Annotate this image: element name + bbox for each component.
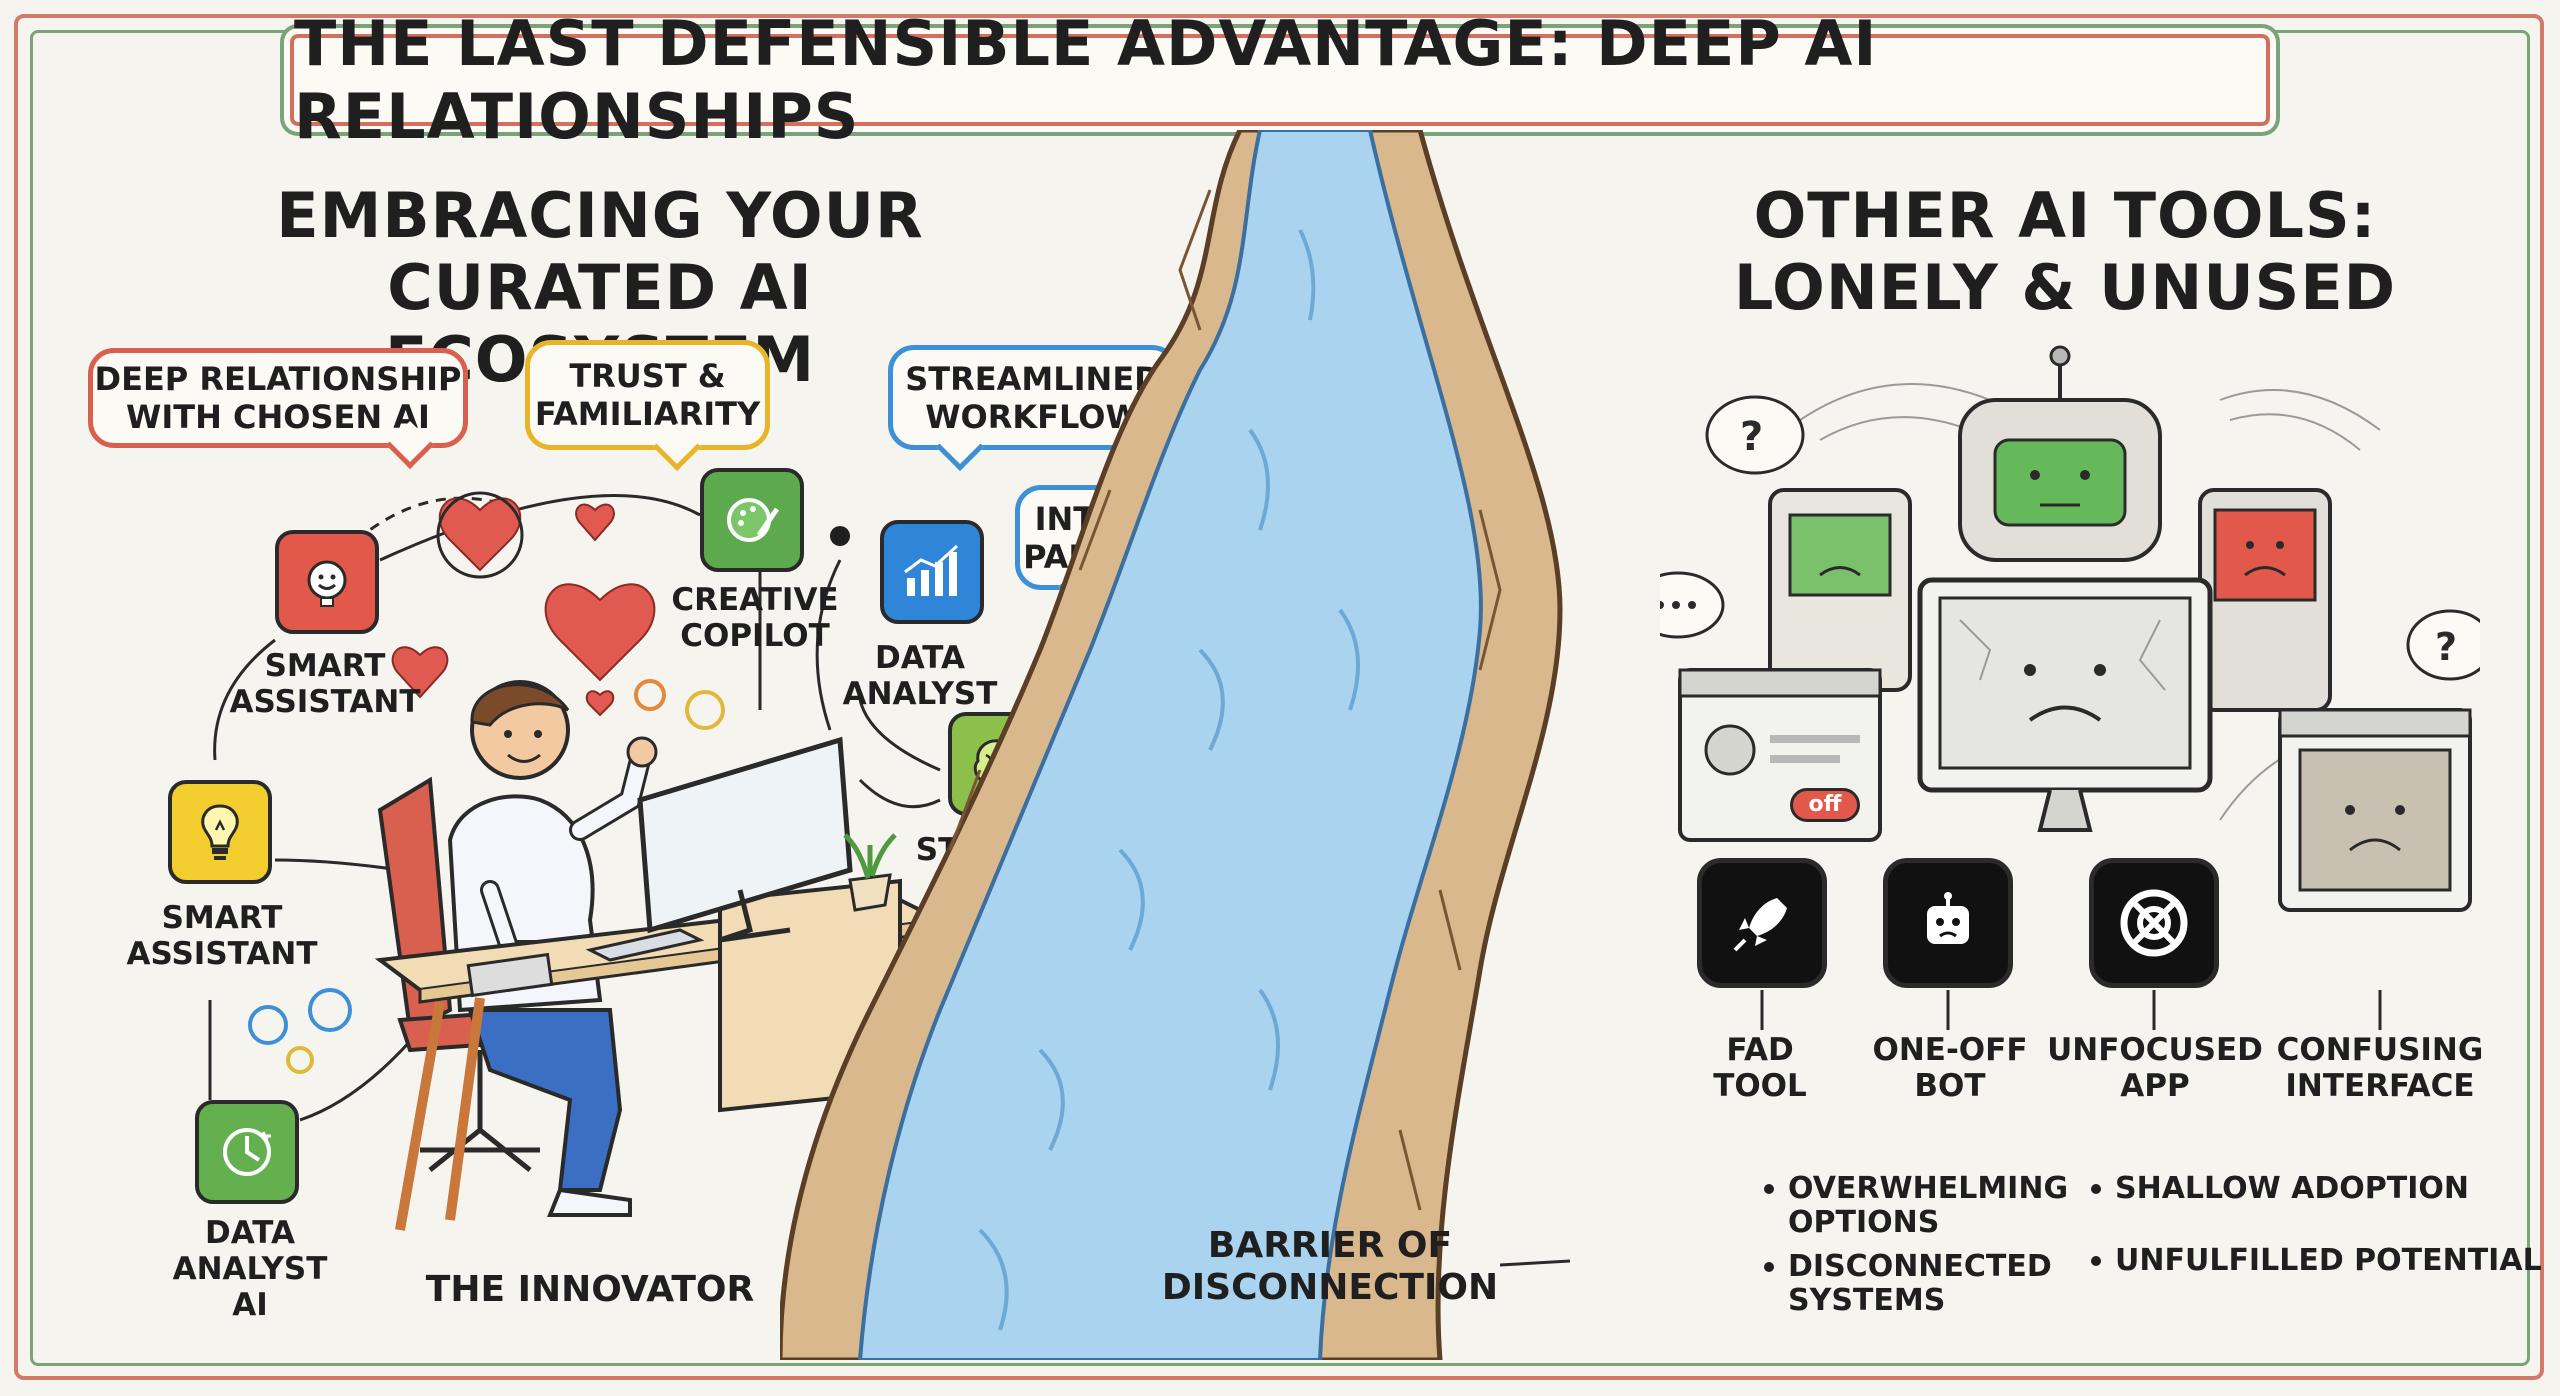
node-data-analyst-label: DATA ANALYST (830, 640, 1010, 712)
node-smart-assistant-2-line1: SMART (161, 900, 283, 936)
right-heading: OTHER AI TOOLS: LONELY & UNUSED (1690, 180, 2440, 324)
tool-fad-label: FAD TOOL (1680, 1032, 1840, 1104)
ecosystem-connections (208, 491, 941, 1122)
rocket-icon (1733, 898, 1787, 952)
tool-one-off-label: ONE-OFF BOT (1860, 1032, 2040, 1104)
right-heading-line2: LONELY & UNUSED (1733, 251, 2397, 324)
barrier-label: BARRIER OF DISCONNECTION (1160, 1225, 1500, 1309)
node-creative-copilot-icon (700, 468, 804, 572)
title-banner: THE LAST DEFENSIBLE ADVANTAGE: DEEP AI R… (290, 7, 2270, 153)
node-data-analyst-icon (880, 520, 984, 624)
node-creative-copilot-line2: COPILOT (680, 618, 830, 654)
off-badge: off (1790, 788, 1860, 822)
canyon-river (780, 130, 1563, 1360)
tool-fad-line2: TOOL (1713, 1068, 1807, 1104)
tool-unfocused-line2: APP (2120, 1068, 2190, 1104)
tool-unfocused-label: UNFOCUSED APP (2040, 1032, 2270, 1104)
outer-frame (14, 14, 2544, 1380)
barrier-label-line1: BARRIER OF (1207, 1225, 1453, 1266)
node-data-analyst-ai-label: DATA ANALYST AI (160, 1215, 340, 1323)
target-icon (2120, 889, 2188, 957)
node-creative-copilot-line1: CREATIVE (671, 582, 839, 618)
node-data-analyst-ai-icon (195, 1100, 299, 1204)
node-creative-copilot-label: CREATIVE COPILOT (650, 582, 860, 654)
bullet-unfulfilled-potential: UNFULFILLED POTENTIAL (2091, 1243, 2542, 1278)
node-smart-assistant-line1: SMART (264, 648, 386, 684)
node-smart-assistant-label: SMART ASSISTANT (215, 648, 435, 720)
bullet-disconnected-systems: DISCONNECTED SYSTEMS (1764, 1249, 2052, 1318)
node-smart-assistant-2-label: SMART ASSISTANT (112, 900, 332, 972)
tool-connectors (1760, 990, 2382, 1030)
bubble-trust-line2: FAMILIARITY (534, 395, 761, 433)
node-smart-assistant-2-icon (168, 780, 272, 884)
bullet-shallow-line1: SHALLOW ADOPTION (2115, 1171, 2469, 1206)
lightbulb-icon (201, 804, 239, 860)
node-data-analyst-line2: ANALYST (842, 676, 998, 712)
clock-icon (223, 1128, 271, 1176)
page-title: THE LAST DEFENSIBLE ADVANTAGE: DEEP AI R… (294, 7, 1878, 153)
off-badge-text: off (1808, 792, 1842, 817)
barrier-label-line2: DISCONNECTION (1161, 1267, 1499, 1308)
tool-fad-icon-box (1697, 858, 1827, 988)
bullet-disconnected-line2: SYSTEMS (1788, 1283, 1946, 1318)
bullet-overwhelming-line2: OPTIONS (1788, 1205, 1940, 1240)
unused-devices-illustration: ? ? (1660, 345, 2480, 912)
node-smart-assistant-icon (275, 530, 379, 634)
bubble-deep-relationship-line1: DEEP RELATIONSHIP (94, 360, 462, 398)
bubble-deep-relationship-line2: WITH CHOSEN AI (126, 398, 430, 436)
node-data-analyst-ai-line1: DATA (204, 1215, 296, 1251)
tool-one-off-line1: ONE-OFF (1872, 1032, 2028, 1068)
bar-chart-icon (904, 544, 959, 596)
node-data-analyst-line1: DATA (874, 640, 966, 676)
tool-confusing-line2: INTERFACE (2285, 1068, 2475, 1104)
tool-confusing-label: CONFUSING INTERFACE (2260, 1032, 2500, 1104)
robot-icon (1927, 892, 1969, 944)
bullet-shallow-adoption: SHALLOW ADOPTION (2091, 1171, 2469, 1206)
innovator-illustration (374, 680, 947, 1231)
inner-frame (30, 30, 2530, 1366)
face-icon (307, 560, 347, 607)
node-smart-assistant-2-line2: ASSISTANT (126, 936, 318, 972)
node-smart-assistant-line2: ASSISTANT (229, 684, 421, 720)
right-heading-line1: OTHER AI TOOLS: (1753, 179, 2377, 252)
bullet-overwhelming-options: OVERWHELMING OPTIONS (1763, 1171, 2069, 1240)
bubble-trust-line1: TRUST & (569, 357, 726, 395)
innovator-label: THE INNOVATOR (425, 1269, 755, 1310)
bubble-streamlined-line1: STREAMLINED (905, 359, 1161, 398)
node-data-analyst-ai-line3: AI (232, 1287, 268, 1323)
bubble-streamlined-workflow: STREAMLINED WORKFLOW (888, 345, 1178, 472)
tool-unfocused-line1: UNFOCUSED (2047, 1032, 2263, 1068)
bullet-disconnected-line1: DISCONNECTED (1788, 1249, 2052, 1284)
svg-text:?: ? (1740, 414, 1763, 460)
tool-one-off-bot-icon-box (1883, 858, 2013, 988)
left-heading-line1: EMBRACING YOUR (276, 179, 924, 252)
bubble-deep-relationship: DEEP RELATIONSHIP WITH CHOSEN AI (88, 348, 468, 470)
bullet-overwhelming-line1: OVERWHELMING (1788, 1171, 2069, 1206)
palette-icon (727, 498, 780, 542)
tool-unfocused-app-icon-box (2089, 858, 2219, 988)
bullet-unfulfilled-line1: UNFULFILLED POTENTIAL (2115, 1243, 2542, 1278)
svg-text:?: ? (2435, 625, 2457, 669)
barrier-pointer (1500, 1259, 1571, 1267)
tool-fad-line1: FAD (1726, 1032, 1794, 1068)
bubble-trust-familiarity: TRUST & FAMILIARITY (525, 340, 770, 472)
node-data-analyst-ai-line2: ANALYST (172, 1251, 328, 1287)
tool-one-off-line2: BOT (1914, 1068, 1986, 1104)
tool-confusing-line1: CONFUSING (2276, 1032, 2484, 1068)
